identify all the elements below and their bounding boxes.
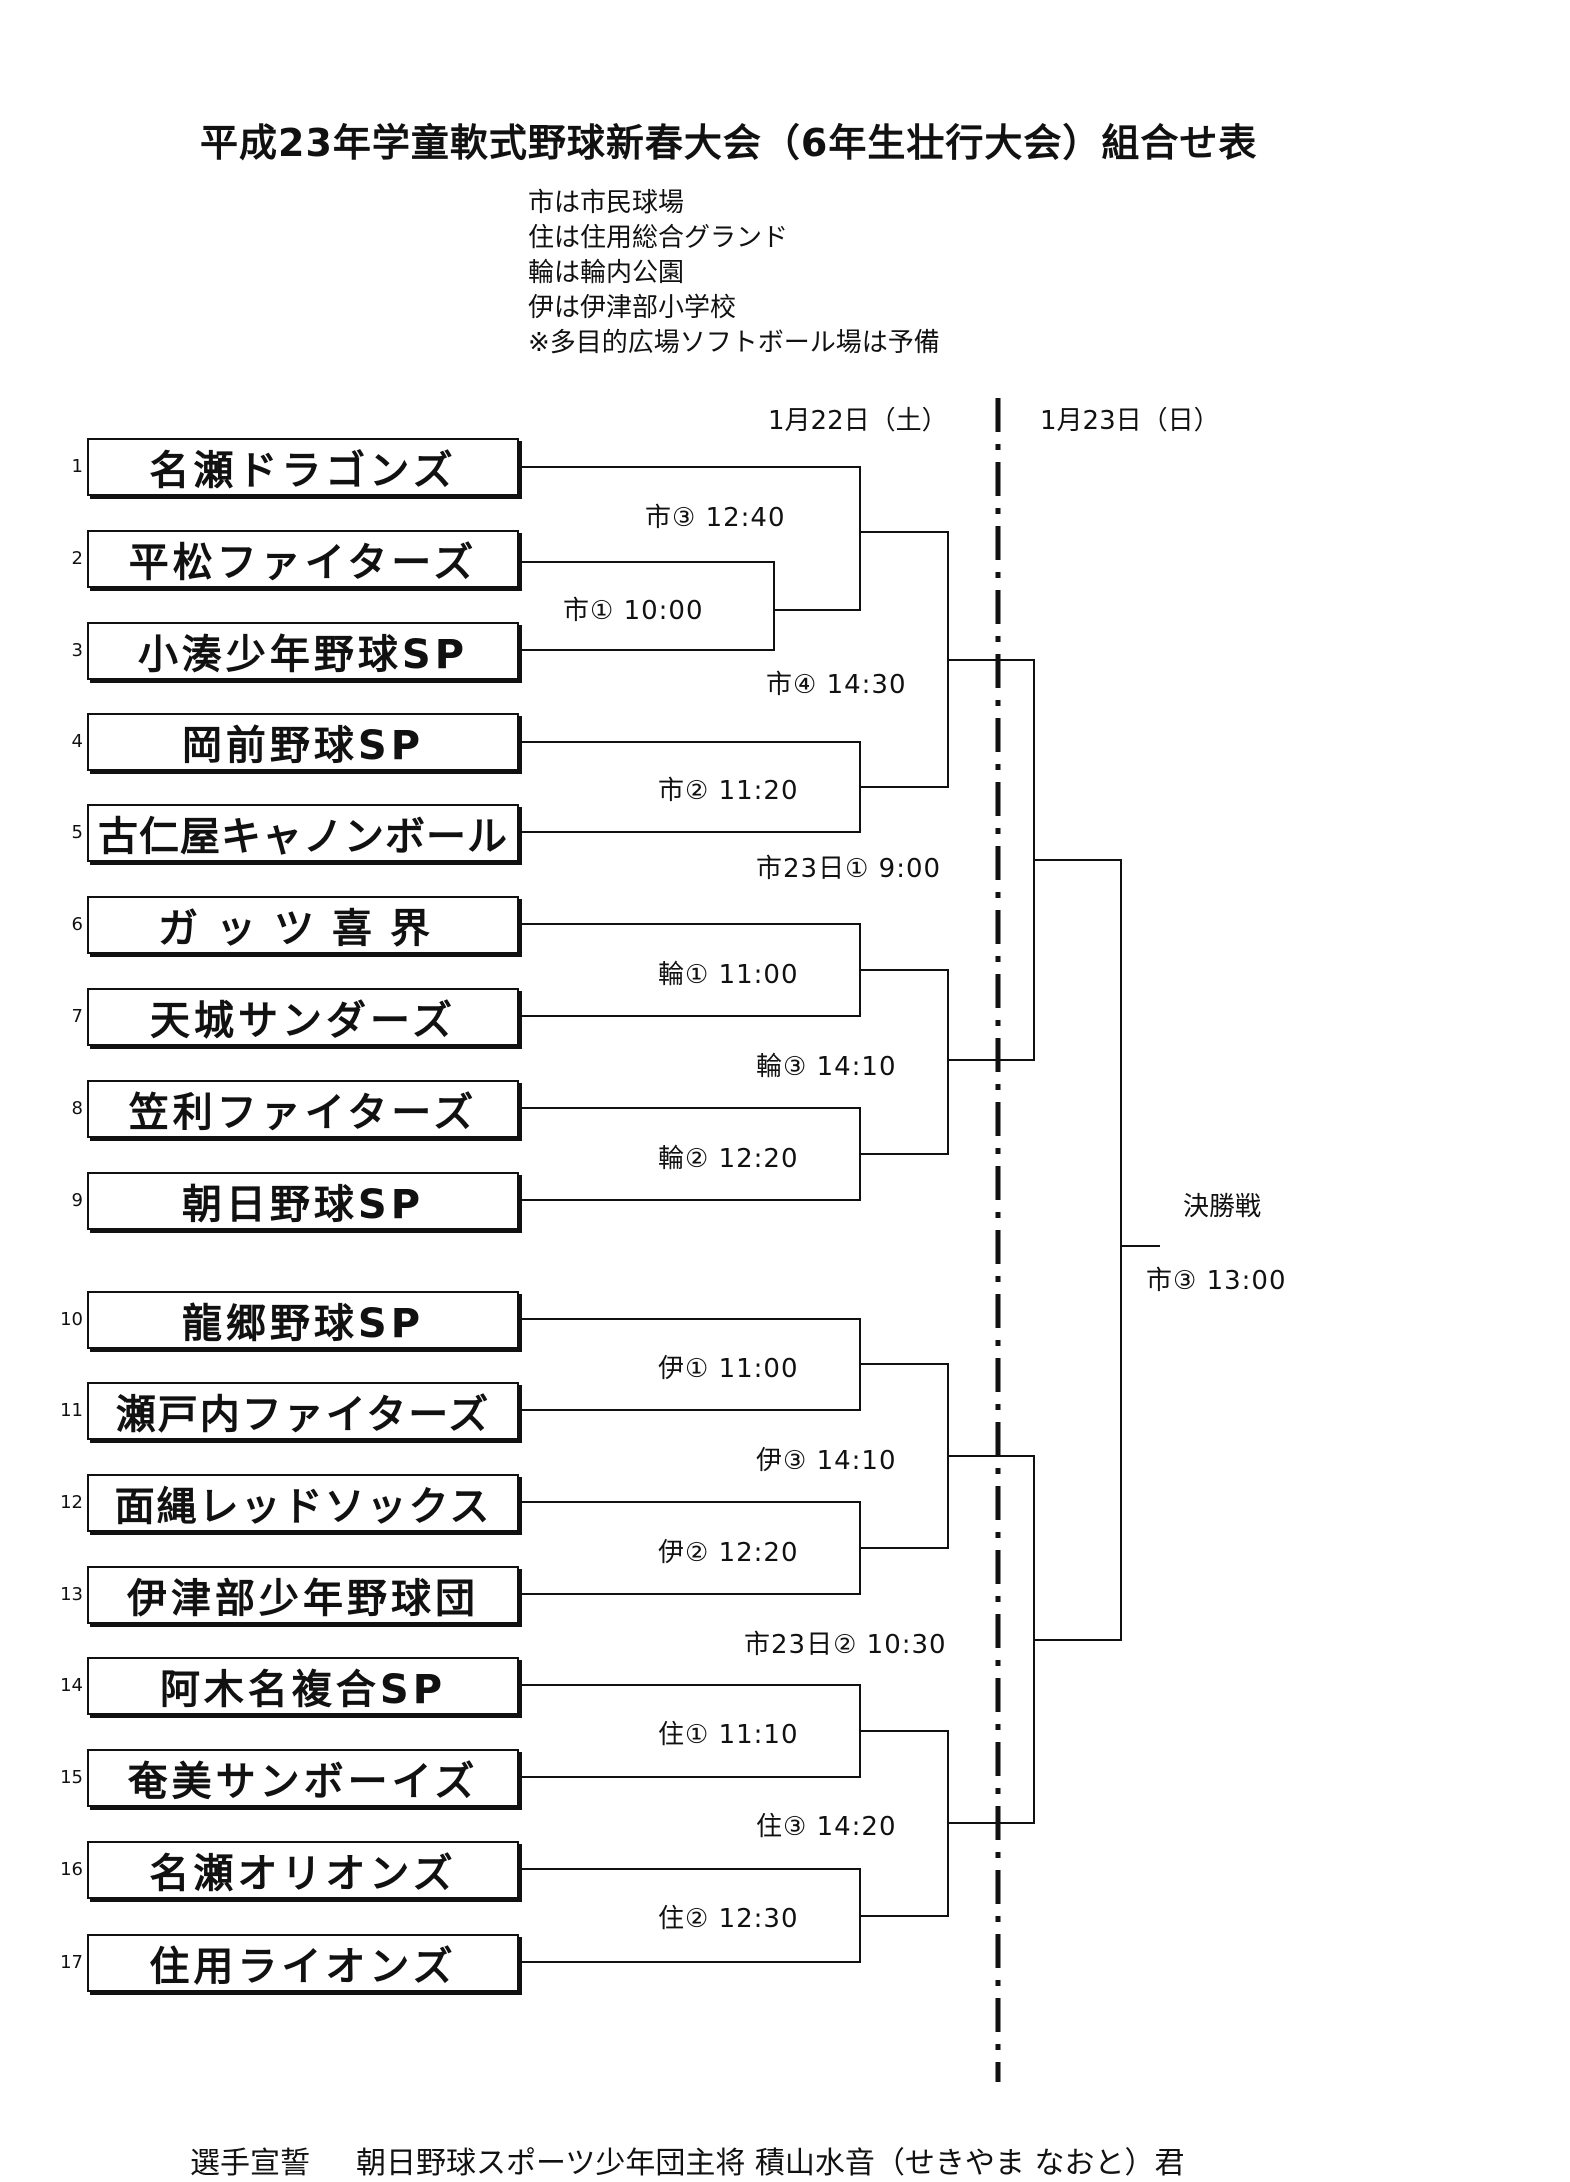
team-box: 古仁屋キャノンボール [87,804,519,862]
team-box: 天城サンダーズ [87,988,519,1046]
date-day1: 1月22日（土） [768,406,948,436]
seed-number: 15 [60,1767,83,1788]
match-label: 市② 11:20 [658,776,799,806]
seed-number: 13 [60,1584,83,1605]
seed-number: 2 [71,548,83,569]
oath-label: 選手宣誓 [190,2146,310,2181]
legend-line: 伊は伊津部小学校 [528,293,737,323]
match-label: 輪① 11:00 [658,960,799,990]
team-box: 岡前野球SP [87,713,519,771]
legend-line: 輪は輪内公園 [528,258,685,288]
team-box: 龍郷野球SP [87,1291,519,1349]
legend-line: ※多目的広場ソフトボール場は予備 [528,328,940,358]
final-match-label: 市③ 13:00 [1146,1266,1287,1296]
seed-number: 8 [71,1098,83,1119]
match-label: 住③ 14:20 [756,1812,897,1842]
match-label: 住② 12:30 [658,1904,799,1934]
team-box: 朝日野球SP [87,1172,519,1230]
match-label: 輪② 12:20 [658,1144,799,1174]
document-title: 平成23年学童軟式野球新春大会（6年生壮行大会）組合せ表 [200,121,1258,165]
seed-number: 7 [71,1006,83,1027]
team-box: 住用ライオンズ [87,1934,519,1992]
venue-legend: 市は市民球場 住は住用総合グランド 輪は輪内公園 伊は伊津部小学校 ※多目的広場… [528,186,940,361]
seed-number: 14 [60,1675,83,1696]
team-box: 阿木名複合SP [87,1657,519,1715]
seed-number: 11 [60,1400,83,1421]
match-label: 輪③ 14:10 [756,1052,897,1082]
match-label: 市③ 12:40 [645,503,786,533]
seed-number: 9 [71,1190,83,1211]
team-box: ガッツ喜界 [87,896,519,954]
bracket-line [860,531,949,788]
team-box: 小湊少年野球SP [87,622,519,680]
team-box: 名瀬オリオンズ [87,1841,519,1899]
match-label: 伊② 12:20 [658,1538,799,1568]
match-label: 市④ 14:30 [766,670,907,700]
seed-number: 17 [60,1952,83,1973]
match-label: 住① 11:10 [658,1720,799,1750]
match-label: 市① 10:00 [563,596,704,626]
player-oath: 選手宣誓 朝日野球スポーツ少年団主将 積山水音（せきやま なおと）君 [190,2138,1230,2182]
team-box: 面縄レッドソックス [87,1474,519,1532]
team-box: 名瀬ドラゴンズ [87,438,519,496]
match-label: 伊① 11:00 [658,1354,799,1384]
team-box: 伊津部少年野球団 [87,1566,519,1624]
team-box: 瀬戸内ファイターズ [87,1382,519,1440]
seed-number: 1 [71,456,83,477]
seed-number: 12 [60,1492,83,1513]
seed-number: 4 [71,731,83,752]
team-box: 平松ファイターズ [87,530,519,588]
bracket-line [1034,859,1122,1641]
bracket-line [948,1455,1035,1824]
bracket-line [519,466,861,611]
seed-number: 6 [71,914,83,935]
bracket-line [860,969,949,1155]
final-label: 決勝戦 [1183,1192,1262,1222]
match-label: 市23日② 10:30 [744,1630,947,1660]
bracket-line [519,561,775,651]
seed-number: 10 [60,1309,83,1330]
team-box: 笠利ファイターズ [87,1080,519,1138]
team-box: 奄美サンボーイズ [87,1749,519,1807]
match-label: 伊③ 14:10 [756,1446,897,1476]
legend-line: 市は市民球場 [528,188,685,218]
oath-person: 朝日野球スポーツ少年団主将 積山水音（せきやま なおと）君 [356,2146,1185,2181]
seed-number: 5 [71,822,83,843]
match-label: 市23日① 9:00 [756,854,942,884]
bracket-line [948,659,1035,1061]
seed-number: 3 [71,640,83,661]
date-day2: 1月23日（日） [1040,406,1220,436]
seed-number: 16 [60,1859,83,1880]
legend-line: 住は住用総合グランド [528,223,789,253]
